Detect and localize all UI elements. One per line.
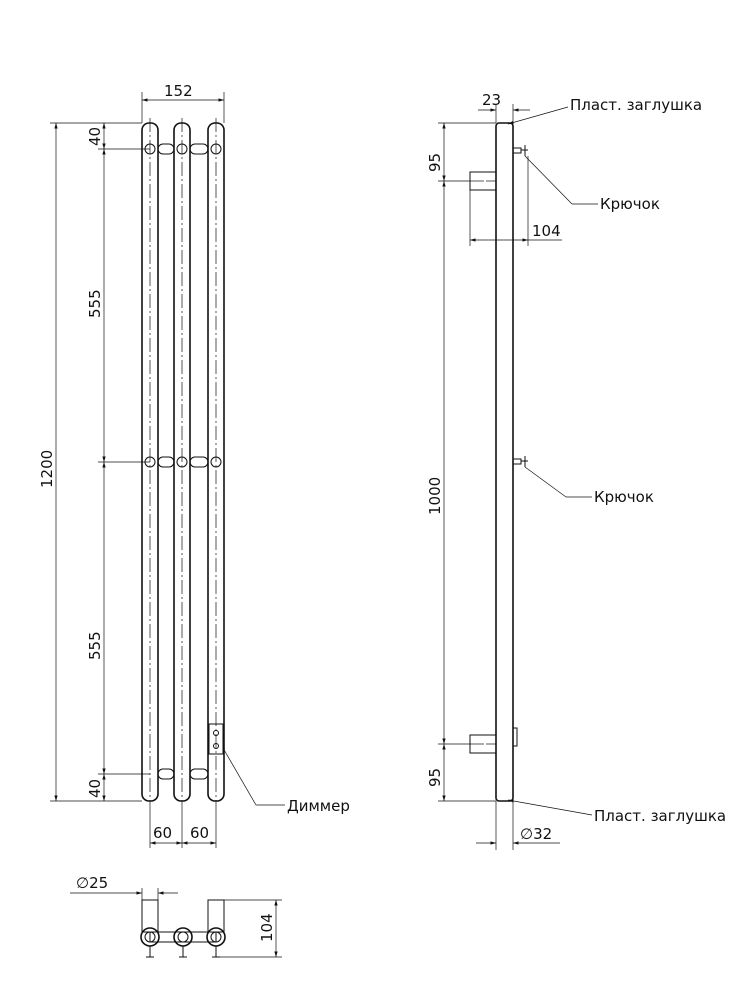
cap-bottom-label: Пласт. заглушка: [594, 807, 726, 825]
bracket-bottom: [469, 734, 497, 754]
cap-top-leader: [507, 106, 569, 125]
feet: [146, 946, 220, 958]
dim-offset-bottom: 40: [86, 779, 104, 798]
side-view: 23 Пласт. заглушка Крючок Крючок Пласт. …: [426, 91, 726, 850]
connector-row-top: [144, 143, 222, 155]
dim-top-offset: 23: [482, 91, 501, 109]
dim-mount-span: 1000: [426, 477, 444, 515]
cap-top-label: Пласт. заглушка: [570, 96, 702, 114]
dim-tube-diameter: ∅32: [520, 825, 552, 843]
dim-span-upper: 555: [86, 289, 104, 318]
dimmer-label: Диммер: [287, 797, 350, 815]
dim-top-depth: 104: [258, 913, 276, 942]
dimmer-leader: [222, 747, 257, 806]
dim-height-total: 1200: [38, 450, 56, 488]
crossbar: [149, 931, 217, 943]
hook-top: [512, 145, 528, 156]
dim-top-tube-diameter: ∅25: [76, 874, 108, 892]
hook-middle: [512, 456, 528, 467]
dim-offset-top: 40: [86, 127, 104, 146]
connector-row-bottom: [157, 768, 209, 780]
dim-pitch-left: 60: [153, 824, 172, 842]
cap-bottom-leader: [507, 799, 593, 816]
dimmer-box: [208, 723, 224, 755]
front-view: Диммер 152 1200 40 555 555 40 60 60: [38, 82, 350, 848]
top-view: ∅25 104: [70, 874, 282, 958]
hook-top-label: Крючок: [600, 195, 660, 213]
connector-row-middle: [144, 456, 222, 468]
dim-depth: 104: [532, 222, 561, 240]
dim-width-total: 152: [164, 82, 193, 100]
tube-sections: [140, 927, 226, 947]
dim-span-lower: 555: [86, 631, 104, 660]
hook-middle-label: Крючок: [594, 488, 654, 506]
dim-bracket-bottom: 95: [426, 768, 444, 787]
dimmer-side: [512, 727, 518, 747]
dim-bracket-top: 95: [426, 153, 444, 172]
side-tube: [495, 122, 514, 802]
bracket-top: [469, 171, 497, 191]
dim-pitch-right: 60: [190, 824, 209, 842]
